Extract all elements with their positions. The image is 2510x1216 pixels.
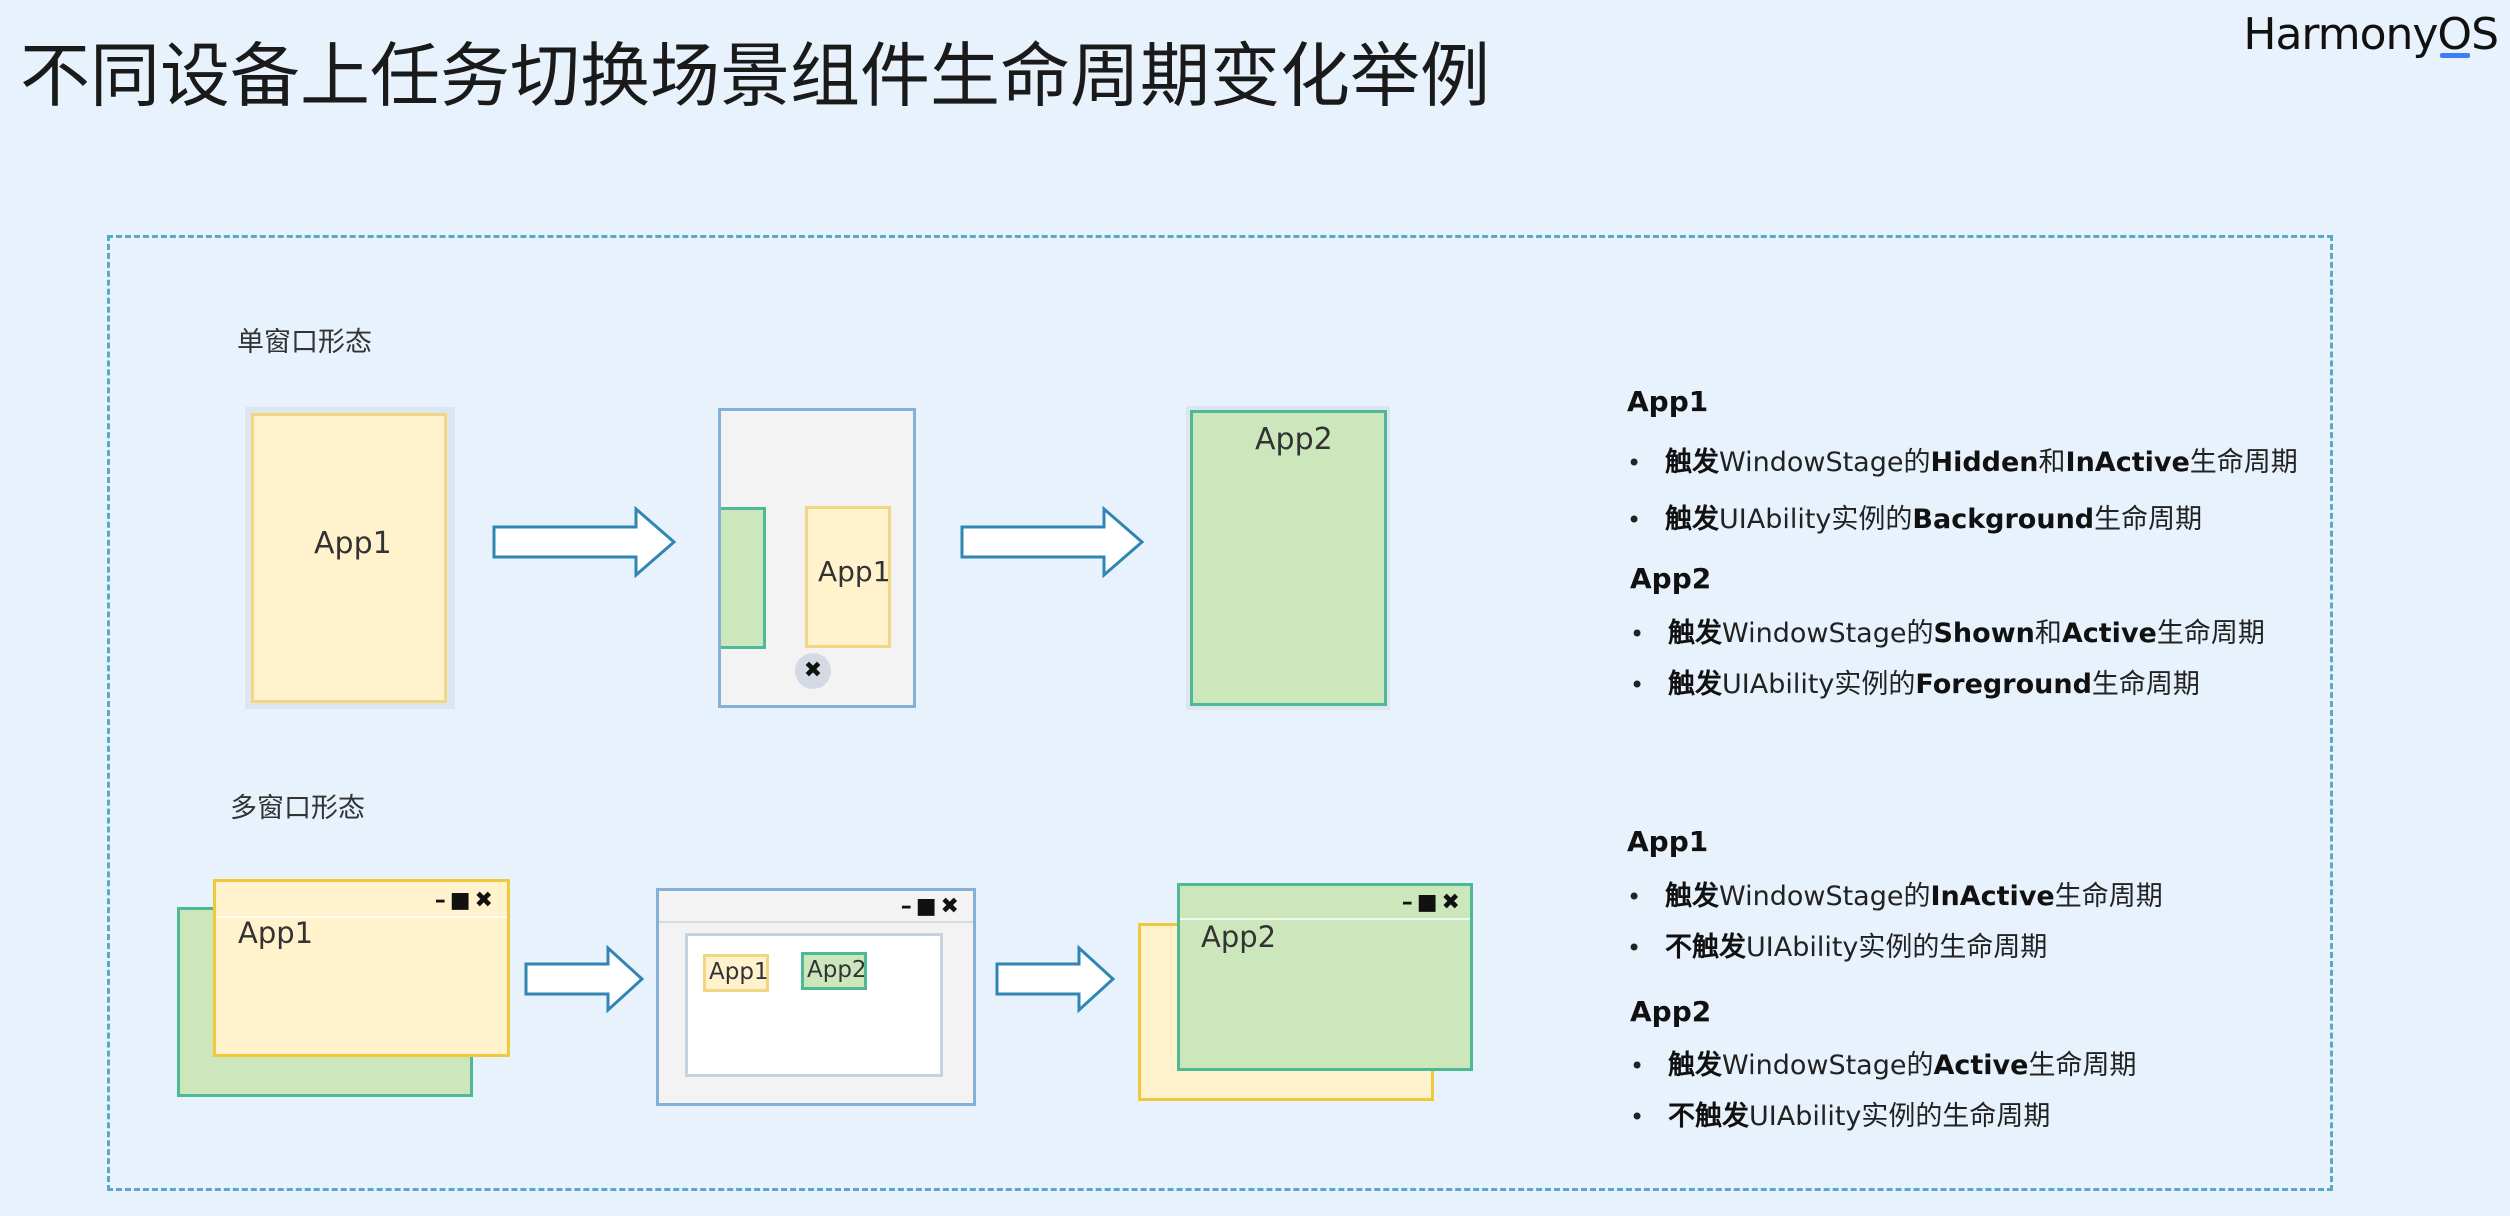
bold-run: 不触发	[1668, 1101, 1749, 1132]
single-app1-bullet-2: • 触发UIAbility实例的Background生命周期	[1627, 497, 2202, 536]
single-window-label: 单窗口形态	[237, 327, 372, 358]
bold-run: 触发	[1668, 1050, 1722, 1081]
bullet-dot: •	[1627, 934, 1642, 962]
logo-accent-bar	[2440, 53, 2470, 58]
mini-app2-card[interactable]: App2	[801, 952, 867, 990]
text-run: UIAbility实例的生命周期	[1746, 932, 2048, 963]
multi-app2-bullet-1: • 触发WindowStage的Active生命周期	[1630, 1043, 2136, 1082]
text-run: WindowStage的	[1719, 881, 1931, 912]
multi-app1-bullet-2: • 不触发UIAbility实例的生命周期	[1627, 925, 2047, 964]
diagram-frame	[107, 235, 2333, 1191]
multi-app1-bullet-1: • 触发WindowStage的InActive生命周期	[1627, 874, 2163, 913]
overview-panel: App1 App2	[685, 933, 943, 1077]
app1-window-label: App1	[238, 916, 314, 950]
app1-fullscreen: App1	[251, 413, 447, 703]
bold-run: Hidden	[1930, 447, 2039, 478]
arrow-4-icon	[995, 944, 1116, 1014]
bold-run: InActive	[1930, 881, 2055, 912]
text-run: WindowStage的	[1719, 447, 1931, 478]
title-bar-divider	[1180, 918, 1470, 920]
app2-window-front[interactable]: –■✖ App2	[1177, 883, 1473, 1071]
arrow-3-icon	[524, 944, 645, 1014]
page-title: 不同设备上任务切换场景组件生命周期变化举例	[20, 35, 1490, 117]
mini-app2-label: App2	[807, 957, 867, 983]
bold-run: 触发	[1665, 881, 1719, 912]
multi-window-label: 多窗口形态	[230, 793, 365, 824]
bullet-dot: •	[1630, 620, 1645, 648]
single-app1-heading: App1	[1627, 385, 1709, 418]
arrow-2-icon	[960, 505, 1145, 579]
title-bar-divider	[659, 921, 973, 923]
window-controls[interactable]: –■✖	[434, 888, 497, 913]
bullet-dot: •	[1630, 1052, 1645, 1080]
harmonyos-logo: HarmonyOS	[2243, 9, 2499, 60]
bold-run: Active	[2061, 618, 2157, 649]
text-run: UIAbility实例的生命周期	[1749, 1101, 2051, 1132]
text-run: WindowStage的	[1722, 618, 1934, 649]
title-bar-divider	[216, 916, 507, 918]
text-run: UIAbility实例的	[1722, 669, 1916, 700]
mini-app1-label: App1	[709, 959, 769, 985]
task-overview-window: –■✖ App1 App2	[656, 888, 976, 1106]
text-run: 生命周期	[2189, 447, 2298, 478]
app2-window-label: App2	[1201, 920, 1277, 954]
text-run: 生命周期	[2094, 504, 2203, 535]
bullet-dot: •	[1630, 671, 1645, 699]
bold-run: 触发	[1665, 504, 1719, 535]
bold-run: 不触发	[1665, 932, 1746, 963]
text-run: 生命周期	[2028, 1050, 2137, 1081]
app1-label: App1	[314, 526, 392, 561]
text-run: 和	[2034, 618, 2062, 649]
app1-card-label: App1	[818, 555, 891, 588]
bold-run: Shown	[1933, 618, 2035, 649]
bold-run: Foreground	[1915, 669, 2092, 700]
single-app2-heading: App2	[1630, 562, 1712, 595]
app1-window-front[interactable]: –■✖ App1	[213, 879, 510, 1057]
multi-app2-bullet-2: • 不触发UIAbility实例的生命周期	[1630, 1094, 2050, 1133]
bold-run: Background	[1912, 504, 2095, 535]
bullet-dot: •	[1630, 1103, 1645, 1131]
multi-app2-heading: App2	[1630, 995, 1712, 1028]
window-controls[interactable]: –■✖	[900, 894, 963, 919]
bullet-dot: •	[1627, 506, 1642, 534]
close-icon[interactable]: ✖	[795, 653, 831, 689]
multi-app1-heading: App1	[1627, 825, 1709, 858]
arrow-1-icon	[492, 505, 677, 579]
bullet-dot: •	[1627, 883, 1642, 911]
text-run: 和	[2038, 447, 2066, 478]
bold-run: InActive	[2065, 447, 2190, 478]
app2-card-peek[interactable]	[721, 507, 766, 649]
bold-run: 触发	[1665, 447, 1719, 478]
app2-fullscreen: App2	[1190, 410, 1387, 706]
recent-tasks-screen: App1 ✖	[718, 408, 916, 708]
window-controls[interactable]: –■✖	[1401, 890, 1464, 915]
bold-run: 触发	[1668, 618, 1722, 649]
mini-app1-card[interactable]: App1	[703, 954, 769, 992]
single-app2-bullet-1: • 触发WindowStage的Shown和Active生命周期	[1630, 611, 2265, 650]
single-app1-bullet-1: • 触发WindowStage的Hidden和InActive生命周期	[1627, 440, 2298, 479]
text-run: 生命周期	[2054, 881, 2163, 912]
bullet-dot: •	[1627, 449, 1642, 477]
text-run: WindowStage的	[1722, 1050, 1934, 1081]
single-app2-bullet-2: • 触发UIAbility实例的Foreground生命周期	[1630, 662, 2200, 701]
app2-label: App2	[1255, 422, 1333, 457]
text-run: 生命周期	[2156, 618, 2265, 649]
app1-task-card[interactable]: App1	[805, 506, 891, 648]
bold-run: 触发	[1668, 669, 1722, 700]
text-run: 生命周期	[2091, 669, 2200, 700]
bold-run: Active	[1933, 1050, 2029, 1081]
text-run: UIAbility实例的	[1719, 504, 1913, 535]
